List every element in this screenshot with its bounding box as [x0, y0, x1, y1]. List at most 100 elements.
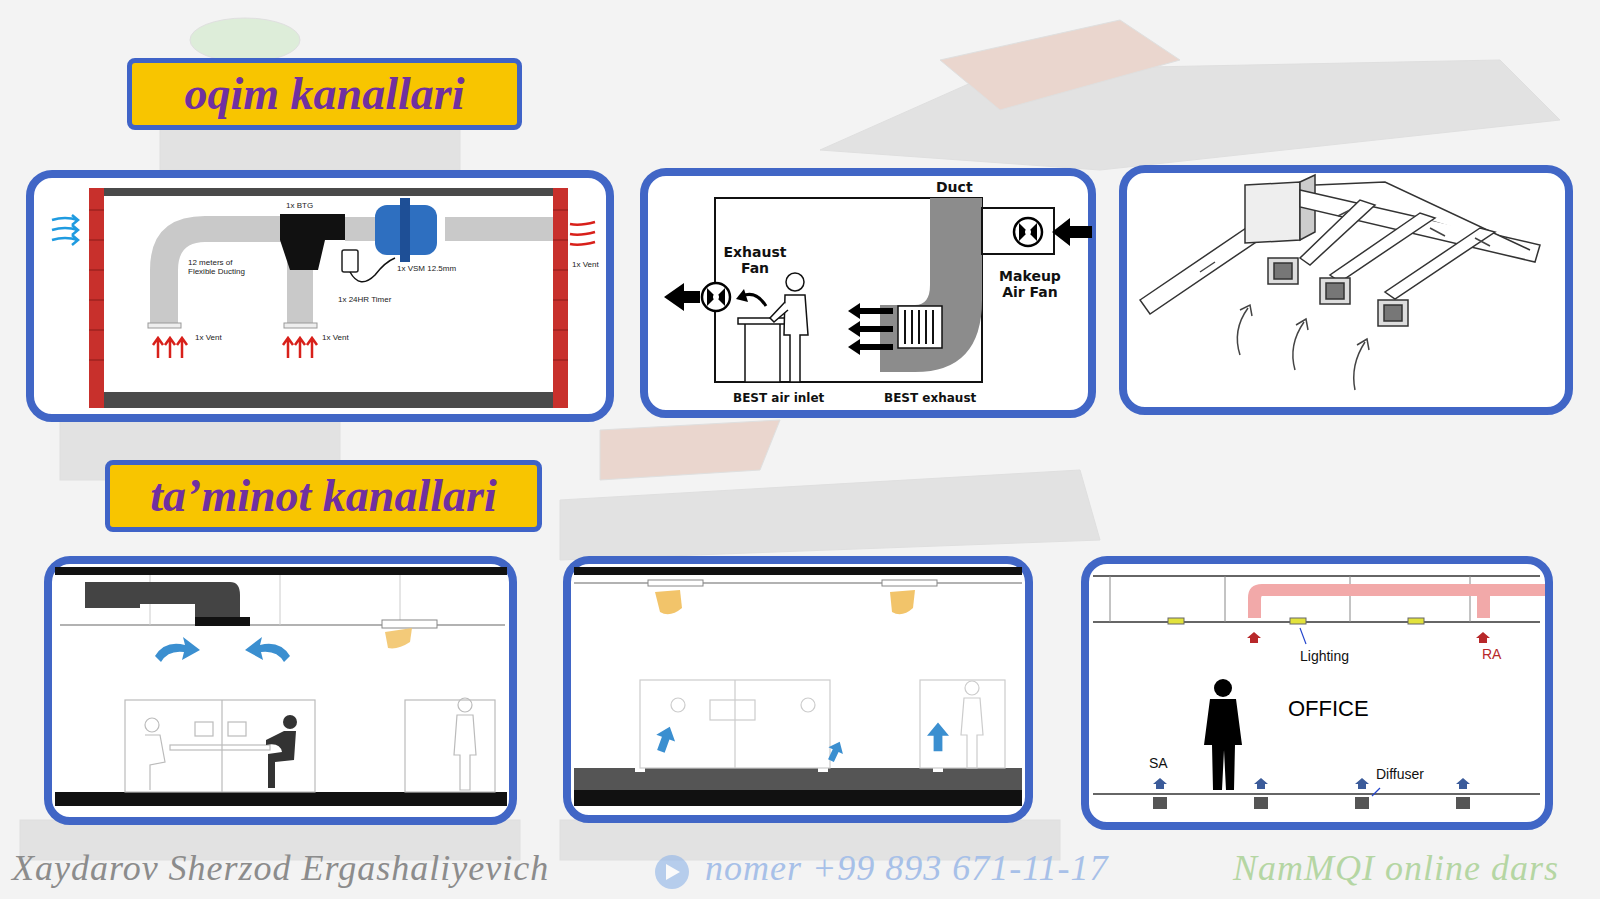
kitchen-ventilation-part [664, 283, 700, 311]
office-section-part-part [1456, 797, 1470, 809]
ceiling-supply-room-part [55, 792, 507, 806]
part-label: 1x Vent [322, 333, 349, 342]
duct-branches-part [1274, 263, 1292, 279]
ceiling-supply-room-part-part [221, 700, 222, 792]
office-section-part [1093, 575, 1540, 577]
duct-branches-part-part [1237, 305, 1252, 355]
ceiling-supply-room-part [60, 624, 505, 626]
extractor-layout-part-part [283, 338, 317, 358]
extractor-layout-part-part [553, 240, 568, 241]
ceiling-supply-room-part-part [266, 731, 296, 788]
office-section-part-part [1408, 618, 1424, 624]
extractor-layout-part [287, 262, 313, 325]
panel-frame-part [1085, 560, 1549, 826]
phone-icon-part [655, 855, 689, 889]
duct-branches-part [1320, 278, 1350, 304]
floor-supply-room-part-part [671, 698, 685, 712]
room-label: OFFICE [1288, 696, 1369, 721]
extractor-layout-part-part [553, 330, 568, 331]
part-label: 1x 24HR Timer [338, 295, 391, 304]
part-label: 1x Vent [195, 333, 222, 342]
phone-footer: nomer +99 893 671-11-17 [705, 848, 1109, 889]
part-label: 1x BTG [286, 201, 313, 210]
background-ducts-part [190, 18, 300, 62]
floor-supply-room-part [890, 590, 915, 614]
ceiling-supply-room-part-part [245, 637, 290, 662]
background-ducts-part [600, 420, 780, 480]
kitchen-ventilation-part-part [770, 302, 788, 322]
kitchen-ventilation-part-part [848, 321, 893, 337]
course-footer: NamMQI online dars [1233, 848, 1559, 889]
extractor-layout-part [553, 188, 568, 408]
part-label: RA [1482, 646, 1501, 662]
ceiling-supply-room-part-part [405, 700, 495, 792]
extractor-layout-part [52, 215, 78, 245]
ceiling-supply-room-part-part [283, 715, 297, 729]
kitchen-ventilation-part [1014, 218, 1042, 246]
office-section-part-part [1254, 778, 1268, 789]
kitchen-ventilation-part [848, 303, 893, 355]
extractor-layout-part [153, 222, 595, 358]
duct-branches-part [1245, 182, 1300, 243]
extractor-layout-part-part [89, 300, 104, 301]
kitchen-ventilation-part-part [911, 310, 913, 344]
kitchen-ventilation-part-part [784, 295, 808, 382]
floor-supply-room-part-part [651, 723, 679, 754]
ceiling-supply-room-part-part [155, 637, 200, 662]
kitchen-ventilation-part-part [848, 303, 893, 319]
extractor-layout-part-part [570, 222, 595, 245]
floor-supply-room-part [574, 567, 1022, 575]
floor-supply-room-part-part [801, 698, 815, 712]
office-section-part-part [1350, 576, 1351, 622]
office-section [1093, 576, 1545, 809]
background-ducts-part [940, 20, 1180, 110]
office-section-part [1247, 632, 1490, 643]
floor-supply-room-part [574, 582, 1022, 584]
kitchen-ventilation-part [715, 198, 982, 382]
floor-supply-room-part [640, 680, 1005, 768]
extractor-layout [52, 188, 595, 408]
office-section-part-part [1168, 618, 1184, 624]
extractor-layout-part-part [553, 300, 568, 301]
office-section-part [1093, 793, 1540, 795]
kitchen-ventilation-part [905, 310, 933, 344]
kitchen-ventilation-part-part [738, 318, 788, 324]
ceiling-supply-room-part [155, 637, 290, 662]
kitchen-ventilation-part-part [925, 310, 927, 344]
office-section-part [1300, 628, 1306, 644]
kitchen-ventilation-part [736, 289, 748, 302]
extractor-layout-part-part [553, 270, 568, 271]
kitchen-ventilation-part [738, 273, 808, 382]
kitchen-ventilation-part [880, 198, 982, 372]
extractor-layout-part [148, 323, 181, 328]
duct-branches-part [1326, 283, 1344, 299]
author-footer: Xaydarov Sherzod Ergashaliyevich [12, 848, 549, 889]
extractor-layout-part [350, 258, 395, 282]
kitchen-ventilation-part-part [904, 310, 906, 344]
office-section-part [1372, 788, 1380, 796]
office-section-part-part [1225, 576, 1226, 622]
ceiling-supply-room-part [382, 620, 437, 628]
floor-supply-room-part [574, 790, 1022, 806]
ceiling-supply-room [55, 567, 507, 806]
office-section-part-part [1254, 797, 1268, 809]
ceiling-supply-room-part-part [228, 722, 246, 736]
floor-supply-room-part-part [640, 680, 830, 768]
floor-supply-room-part-part [920, 680, 1005, 768]
ceiling-supply-room-part-part [195, 722, 213, 736]
office-section-part [1204, 679, 1242, 790]
ceiling-supply-room-part-part [400, 575, 401, 625]
floor-supply-room-part-part [710, 700, 755, 720]
duct-branches-part-part [1354, 339, 1369, 390]
part-label: BEST air inlet [733, 392, 824, 406]
office-section-part-part [1214, 679, 1232, 697]
floor-supply-room-part-part [965, 681, 979, 695]
extractor-layout-part [280, 214, 345, 270]
extractor-layout-part-part [89, 210, 104, 211]
extractor-layout-part-part [553, 360, 568, 361]
floor-supply-room [574, 567, 1022, 806]
floor-supply-room-part [655, 590, 682, 614]
ceiling-supply-room-part-part [145, 735, 165, 790]
duct-branches-part [1384, 305, 1402, 321]
duct-branches-part [1378, 300, 1408, 326]
